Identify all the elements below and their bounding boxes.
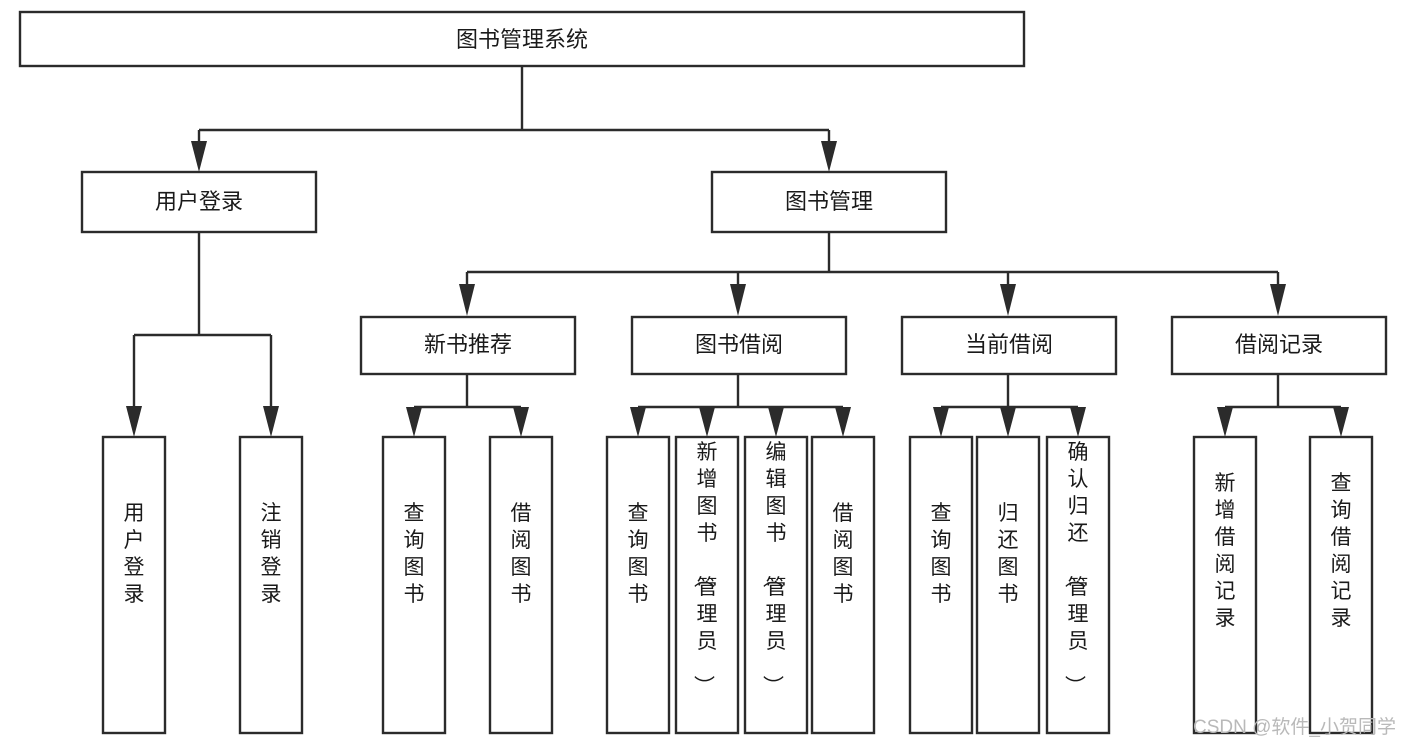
node-book-borrow-label: 图书借阅 [695, 332, 783, 357]
node-leaf-confirm-return-box[interactable] [1045, 435, 1111, 735]
node-current-borrow-label: 当前借阅 [965, 332, 1053, 357]
node-leaf-borrow-book-1[interactable]: 借阅图书 [488, 435, 554, 735]
node-root-label: 图书管理系统 [456, 27, 588, 52]
arrowhead-borrow-record [1270, 284, 1286, 316]
watermark-label: CSDN @软件_小贺同学 [1193, 716, 1396, 738]
node-leaf-add-book[interactable]: 新增图书（管理员） [674, 435, 740, 735]
arrowhead-leaf-add-record [1217, 407, 1233, 437]
arrowhead-leaf-borrow-book-2 [835, 407, 851, 437]
arrowhead-leaf-borrow-book-1 [513, 407, 529, 437]
node-leaf-user-login-box[interactable] [101, 435, 167, 735]
node-leaf-query-record[interactable]: 查询借阅记录 [1308, 435, 1374, 735]
node-root-box[interactable] [18, 10, 1026, 68]
node-leaf-query-book-1[interactable]: 查询图书 [381, 435, 447, 735]
arrowhead-book-borrow [730, 284, 746, 316]
node-leaf-query-book-3-box[interactable] [908, 435, 974, 735]
node-book-borrow[interactable]: 图书借阅 [630, 315, 848, 376]
arrowhead-user-login [191, 141, 207, 172]
arrowhead-leaf-user-login [126, 406, 142, 437]
node-leaf-return-book-box[interactable] [975, 435, 1041, 735]
node-leaf-user-login[interactable]: 用户登录 [101, 435, 167, 735]
node-borrow-record[interactable]: 借阅记录 [1170, 315, 1388, 376]
node-leaf-edit-book-label: 编辑图书（管理员） [761, 441, 787, 696]
arrowhead-leaf-user-logout [263, 406, 279, 437]
node-leaf-edit-book-box[interactable] [743, 435, 809, 735]
node-leaf-borrow-book-2-label: 借阅图书 [833, 502, 854, 606]
node-current-borrow[interactable]: 当前借阅 [900, 315, 1118, 376]
node-leaf-user-logout-label: 注销登录 [261, 502, 282, 606]
node-root[interactable]: 图书管理系统 [18, 10, 1026, 68]
node-leaf-user-logout[interactable]: 注销登录 [238, 435, 304, 735]
arrowhead-leaf-add-book [699, 407, 715, 437]
arrowhead-leaf-query-book-1 [406, 407, 422, 437]
node-leaf-borrow-book-1-label: 借阅图书 [511, 502, 532, 606]
node-leaf-add-record[interactable]: 新增借阅记录 [1192, 435, 1258, 735]
node-leaf-query-record-label: 查询借阅记录 [1331, 472, 1352, 630]
arrowhead-leaf-return-book [1000, 407, 1016, 437]
node-new-book-recommend[interactable]: 新书推荐 [359, 315, 577, 376]
node-leaf-query-book-1-box[interactable] [381, 435, 447, 735]
node-leaf-borrow-book-2[interactable]: 借阅图书 [810, 435, 876, 735]
node-leaf-return-book-label: 归还图书 [998, 502, 1019, 606]
node-leaf-return-book[interactable]: 归还图书 [975, 435, 1041, 735]
arrowhead-current-borrow [1000, 284, 1016, 316]
node-leaf-query-book-3-label: 查询图书 [931, 502, 952, 606]
node-user-login-box[interactable] [80, 170, 318, 234]
node-book-borrow-box[interactable] [630, 315, 848, 376]
arrowhead-leaf-confirm-return [1070, 407, 1086, 437]
node-leaf-borrow-book-2-box[interactable] [810, 435, 876, 735]
node-leaf-query-book-2[interactable]: 查询图书 [605, 435, 671, 735]
node-user-login-label: 用户登录 [155, 189, 243, 214]
node-new-book-recommend-label: 新书推荐 [424, 332, 512, 357]
node-leaf-user-login-label: 用户登录 [124, 502, 145, 606]
node-leaf-confirm-return-label: 确认归还（管理员） [1063, 441, 1089, 696]
node-leaf-add-record-label: 新增借阅记录 [1215, 472, 1236, 630]
node-leaf-add-book-box[interactable] [674, 435, 740, 735]
node-leaf-query-record-box[interactable] [1308, 435, 1374, 735]
connector-layer [126, 66, 1349, 437]
arrowhead-book-management [821, 141, 837, 172]
node-leaf-query-book-2-label: 查询图书 [628, 502, 649, 606]
node-leaf-query-book-3[interactable]: 查询图书 [908, 435, 974, 735]
node-book-management-label: 图书管理 [785, 189, 873, 214]
node-leaf-user-logout-box[interactable] [238, 435, 304, 735]
node-borrow-record-box[interactable] [1170, 315, 1388, 376]
node-leaf-add-book-label: 新增图书（管理员） [692, 441, 718, 696]
node-current-borrow-box[interactable] [900, 315, 1118, 376]
node-borrow-record-label: 借阅记录 [1235, 332, 1323, 357]
node-leaf-borrow-book-1-box[interactable] [488, 435, 554, 735]
arrowhead-leaf-query-record [1333, 407, 1349, 437]
node-leaf-add-record-box[interactable] [1192, 435, 1258, 735]
arrowhead-leaf-query-book-2 [630, 407, 646, 437]
node-book-management-box[interactable] [710, 170, 948, 234]
arrowhead-new-book-recommend [459, 284, 475, 316]
node-leaf-confirm-return[interactable]: 确认归还（管理员） [1045, 435, 1111, 735]
node-leaf-edit-book[interactable]: 编辑图书（管理员） [743, 435, 809, 735]
node-new-book-recommend-box[interactable] [359, 315, 577, 376]
arrowhead-leaf-edit-book [768, 407, 784, 437]
node-leaf-query-book-2-box[interactable] [605, 435, 671, 735]
node-leaf-query-book-1-label: 查询图书 [404, 502, 425, 606]
arrowhead-leaf-query-book-3 [933, 407, 949, 437]
node-book-management[interactable]: 图书管理 [710, 170, 948, 234]
node-user-login[interactable]: 用户登录 [80, 170, 318, 234]
